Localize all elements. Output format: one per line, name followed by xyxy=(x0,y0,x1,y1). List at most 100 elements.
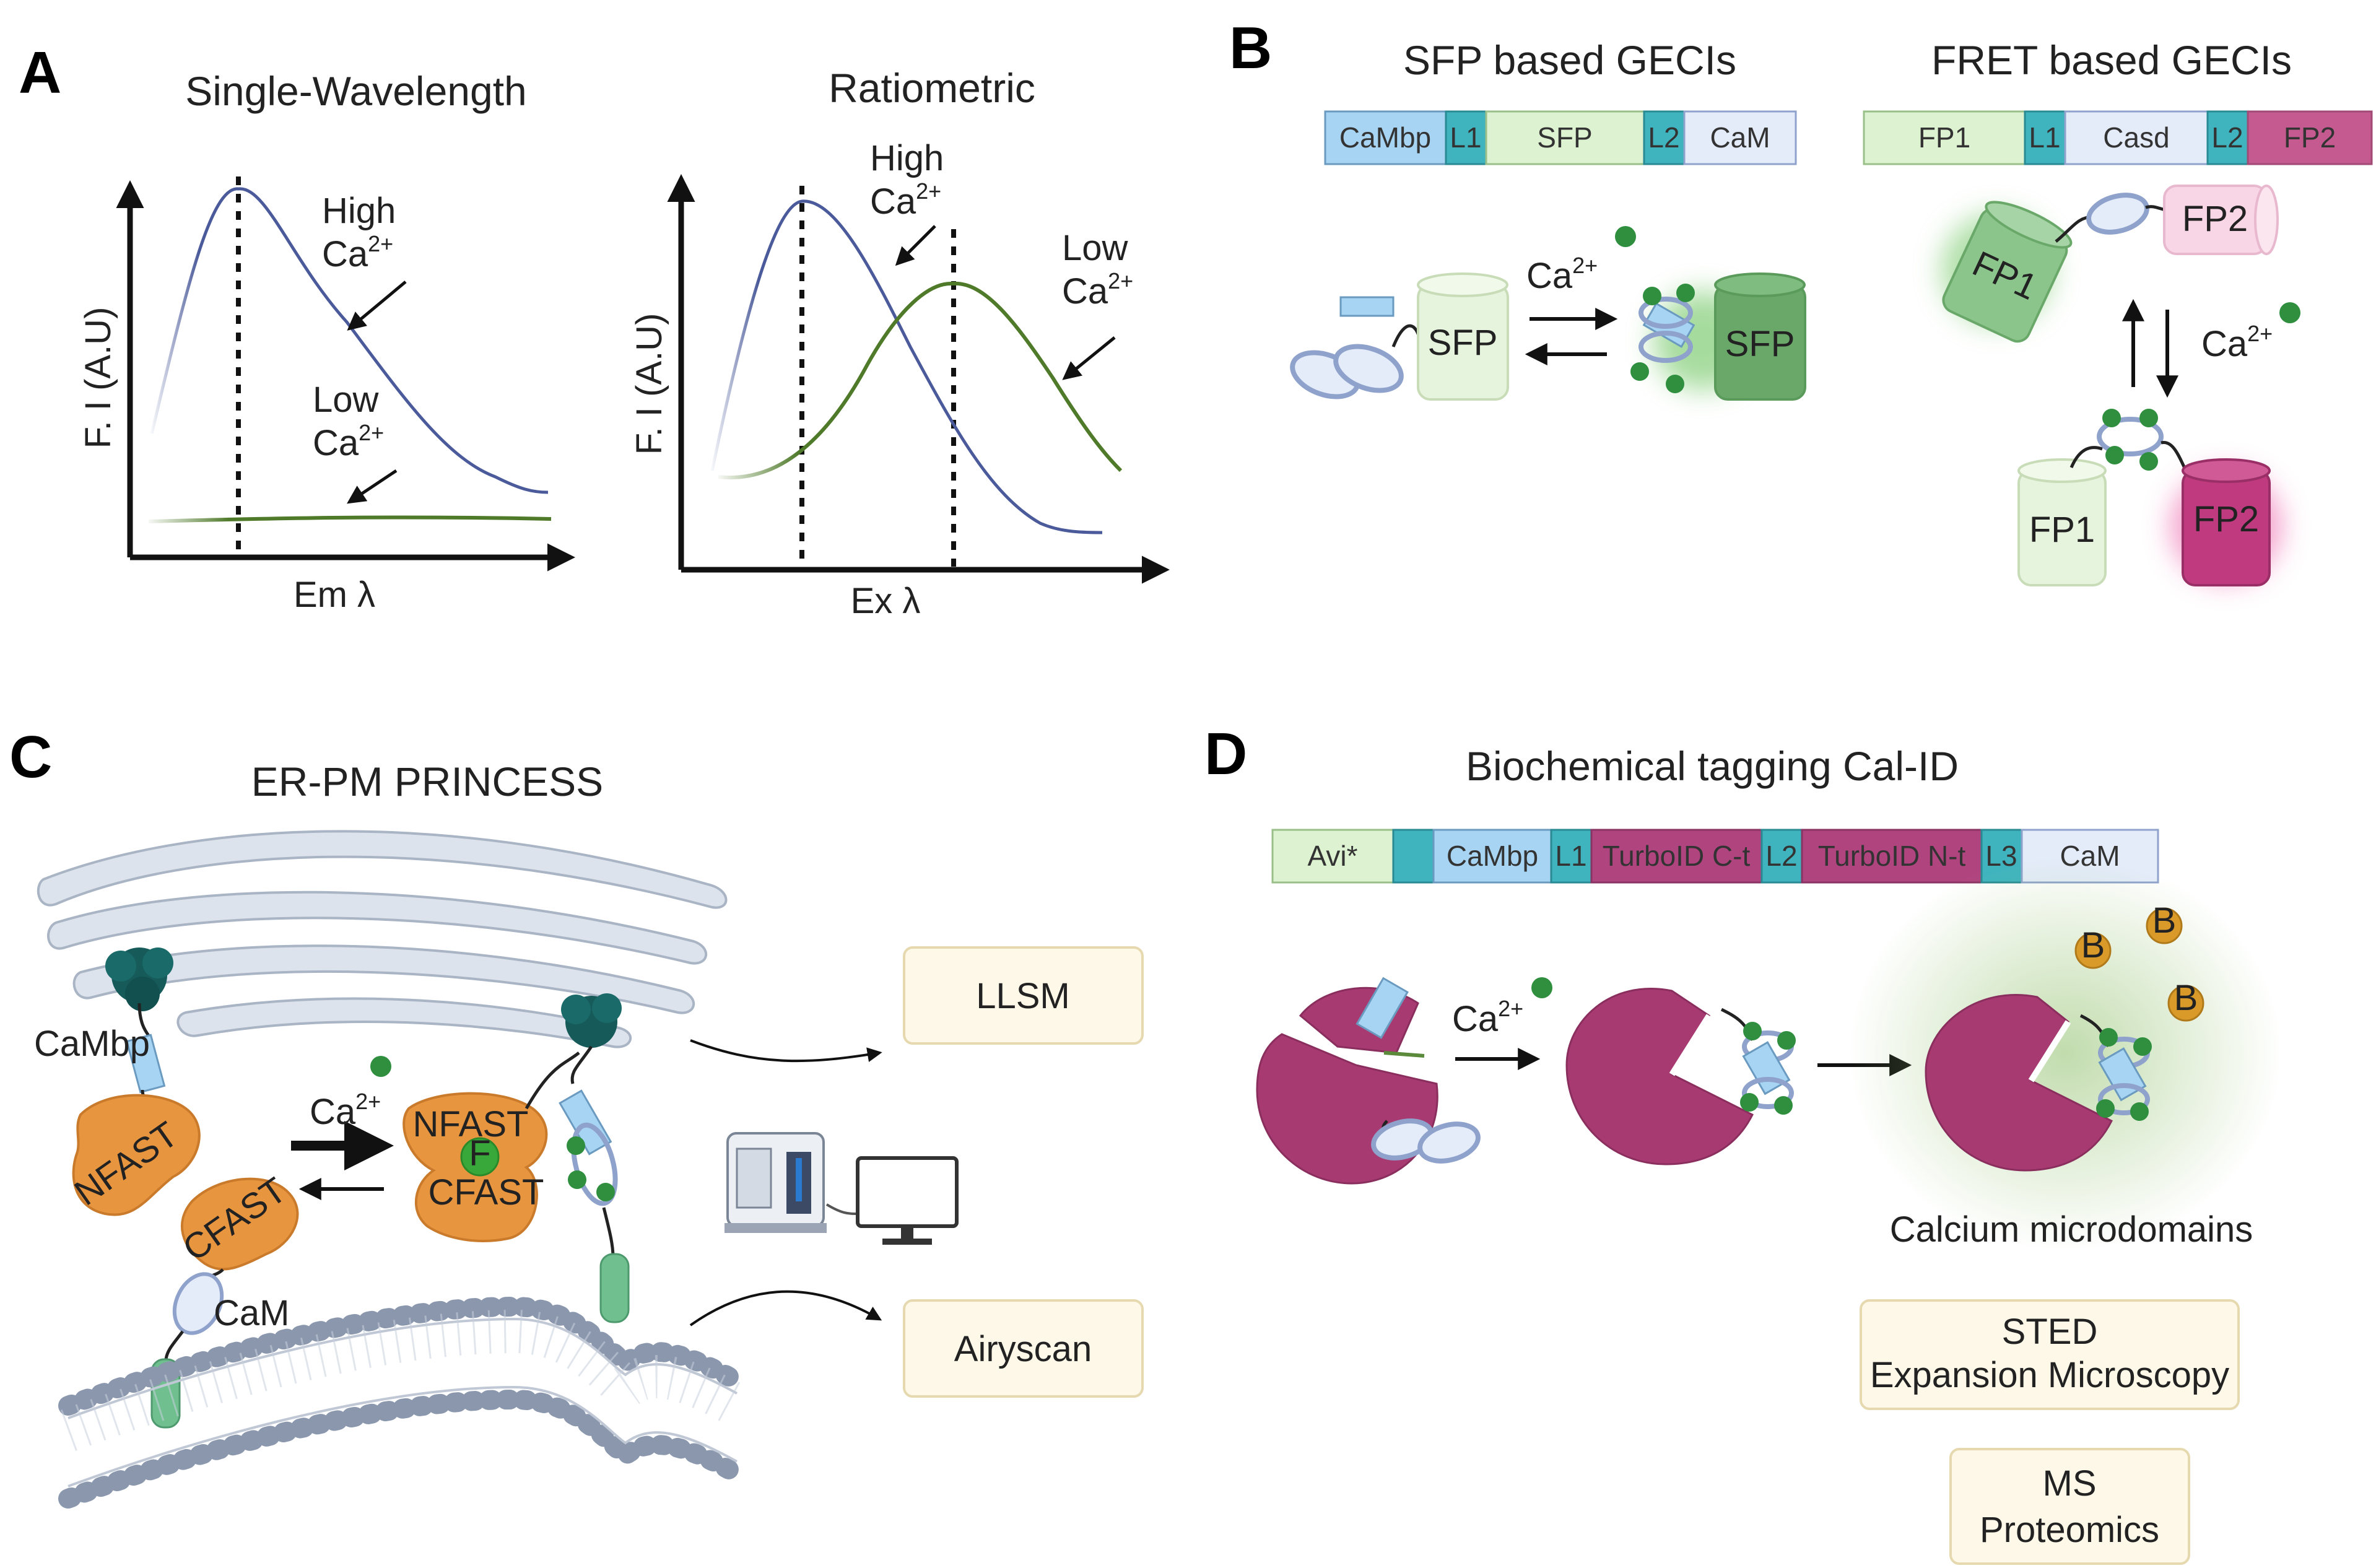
single-high-text: High xyxy=(322,191,396,231)
fret-geci: FRET based GECIs FP1 L1 Casd L2 FP2 FP1 xyxy=(1863,37,2373,586)
biotin-3-label: B xyxy=(2174,978,2198,1018)
single-x-axis-label: Em λ xyxy=(294,575,375,615)
ms-label-line1: MS xyxy=(2043,1463,2097,1504)
microscope-icon xyxy=(725,1132,858,1233)
calid-ca-text: Ca2+ xyxy=(1452,996,1523,1039)
sfp-on-state: SFP xyxy=(1630,272,1806,401)
fret-seg-fp1 xyxy=(1863,110,2026,165)
fret-construct: FP1 L1 Casd L2 FP2 xyxy=(1863,110,2373,165)
biotin-1 xyxy=(2074,932,2112,969)
single-low-curve xyxy=(148,515,552,523)
biotin-3 xyxy=(2167,985,2204,1022)
ratiometric-title: Ratiometric xyxy=(829,65,1035,111)
fret-top-fp2-label: FP2 xyxy=(2182,199,2248,239)
cam-label: CaM xyxy=(214,1293,289,1333)
princess-bound-complex: NFAST CFAST F xyxy=(403,993,630,1323)
plot-single-wavelength: Single-Wavelength F. I (A.U) Em λ High C… xyxy=(78,68,575,615)
sted-label-line2: Expansion Microscopy xyxy=(1870,1355,2229,1395)
sted-label-line1: STED xyxy=(2002,1312,2098,1352)
fret-title: FRET based GECIs xyxy=(1931,37,2292,83)
sfp-geci: SFP based GECIs CaMbp L1 SFP L2 CaM SFP … xyxy=(1290,37,1806,401)
fret-ca-text: Ca2+ xyxy=(2201,321,2273,364)
calid-state-2 xyxy=(1565,988,1796,1165)
nfast-bound-label: NFAST xyxy=(413,1104,529,1144)
fret-seg-l2-label: L2 xyxy=(2211,121,2243,154)
single-low-text: Low xyxy=(313,380,380,420)
fret-bottom-fp2-label: FP2 xyxy=(2193,499,2259,539)
airyscan-box: Airyscan xyxy=(903,1299,1144,1398)
ratio-high-ca: Ca2+ xyxy=(870,178,941,222)
sfp-seg-cambp-label: CaMbp xyxy=(1339,121,1431,154)
princess-arrows: Ca2+ xyxy=(291,1056,394,1200)
fluorogen-label: F xyxy=(469,1133,490,1174)
sfp-title: SFP based GECIs xyxy=(1403,37,1736,83)
ratio-low-arrow xyxy=(1062,336,1116,380)
to-llsm-arrow xyxy=(690,1039,882,1063)
ratio-high-curve xyxy=(710,199,1103,534)
calid-seg-l1-label: L1 xyxy=(1555,840,1586,872)
cambp-label: CaMbp xyxy=(34,1024,150,1064)
single-low-ca: Ca2+ xyxy=(313,420,384,463)
sfp-ca-text: Ca2+ xyxy=(1526,253,1598,296)
fret-seg-casd-label: Casd xyxy=(2103,121,2169,154)
fret-seg-fp1-label: FP1 xyxy=(1918,121,1970,154)
cfast-blob xyxy=(181,1177,299,1271)
fret-top-state: FP1 FP2 xyxy=(1941,185,2279,343)
fret-calcium-ion xyxy=(2279,302,2300,323)
endoplasmic-reticulum xyxy=(37,830,728,1048)
sfp-seg-l2-label: L2 xyxy=(1648,121,1679,154)
plot-ratiometric: Ratiometric F. I (A.U) Ex λ High Ca2+ Lo… xyxy=(629,65,1170,621)
sfp-seg-l2 xyxy=(1643,110,1686,165)
princess-title: ER-PM PRINCESS xyxy=(251,759,603,804)
single-y-axis-label: F. I (A.U) xyxy=(78,307,118,449)
sfp-off-label: SFP xyxy=(1428,323,1498,363)
plasma-membrane xyxy=(58,1296,747,1509)
ratio-low-ca: Ca2+ xyxy=(1062,268,1133,311)
ratio-high-arrow xyxy=(895,225,936,266)
calid-state-3: B B B xyxy=(1848,855,2282,1251)
sfp-off-state: SFP xyxy=(1290,272,1509,401)
ratio-high-text: High xyxy=(870,138,944,178)
single-high-ca: Ca2+ xyxy=(322,231,393,274)
single-low-arrow xyxy=(347,469,398,504)
sfp-seg-l1-label: L1 xyxy=(1450,121,1481,154)
single-high-curve xyxy=(150,187,549,494)
sfp-seg-sfp xyxy=(1485,110,1645,165)
sfp-seg-sfp-label: SFP xyxy=(1537,121,1592,154)
sfp-seg-cam xyxy=(1683,110,1797,165)
fret-seg-fp2-label: FP2 xyxy=(2284,121,2336,154)
fret-seg-l1-label: L1 xyxy=(2029,121,2060,154)
calid-seg-avi xyxy=(1271,829,1395,884)
fret-bottom-state: FP1 FP2 xyxy=(2017,409,2282,586)
calid-seg-avi-label: Avi* xyxy=(1308,840,1358,872)
panel-label-a: A xyxy=(19,40,61,106)
biotin-2 xyxy=(2146,907,2183,944)
calid-title: Biochemical tagging Cal-ID xyxy=(1466,743,1959,789)
cfast-bound-label: CFAST xyxy=(429,1172,544,1213)
sfp-calcium-ion xyxy=(1615,226,1636,247)
calid-seg-l2-label: L2 xyxy=(1765,840,1797,872)
right-pm-anchor xyxy=(599,1253,630,1323)
single-wavelength-title: Single-Wavelength xyxy=(185,68,527,114)
ratio-low-text: Low xyxy=(1062,228,1129,268)
sted-box: STED Expansion Microscopy xyxy=(1860,1299,2240,1410)
ms-label-line2: Proteomics xyxy=(1980,1510,2159,1550)
fret-seg-l2 xyxy=(2206,110,2249,165)
microdomain-glow xyxy=(1848,855,2282,1251)
calid-calcium-ion xyxy=(1531,977,1552,998)
calid-seg-linker0 xyxy=(1392,829,1435,884)
princess-ca-text: Ca2+ xyxy=(310,1089,381,1132)
single-high-arrow xyxy=(347,281,407,331)
sfp-seg-cambp xyxy=(1324,110,1447,165)
ms-box: MS Proteomics xyxy=(1949,1448,2190,1565)
calid-seg-turboid-ct xyxy=(1590,829,1763,884)
computer-monitor-icon xyxy=(856,1156,959,1245)
calid-seg-cambp-label: CaMbp xyxy=(1447,840,1538,872)
ratio-low-curve xyxy=(718,281,1123,479)
cambp-block xyxy=(125,1034,166,1094)
nfast-blob xyxy=(72,1094,201,1216)
biotin-1-label: B xyxy=(2081,925,2105,965)
fret-seg-fp2 xyxy=(2247,110,2373,165)
to-airyscan-arrow xyxy=(689,1290,882,1326)
princess-calcium-ion xyxy=(370,1056,391,1077)
